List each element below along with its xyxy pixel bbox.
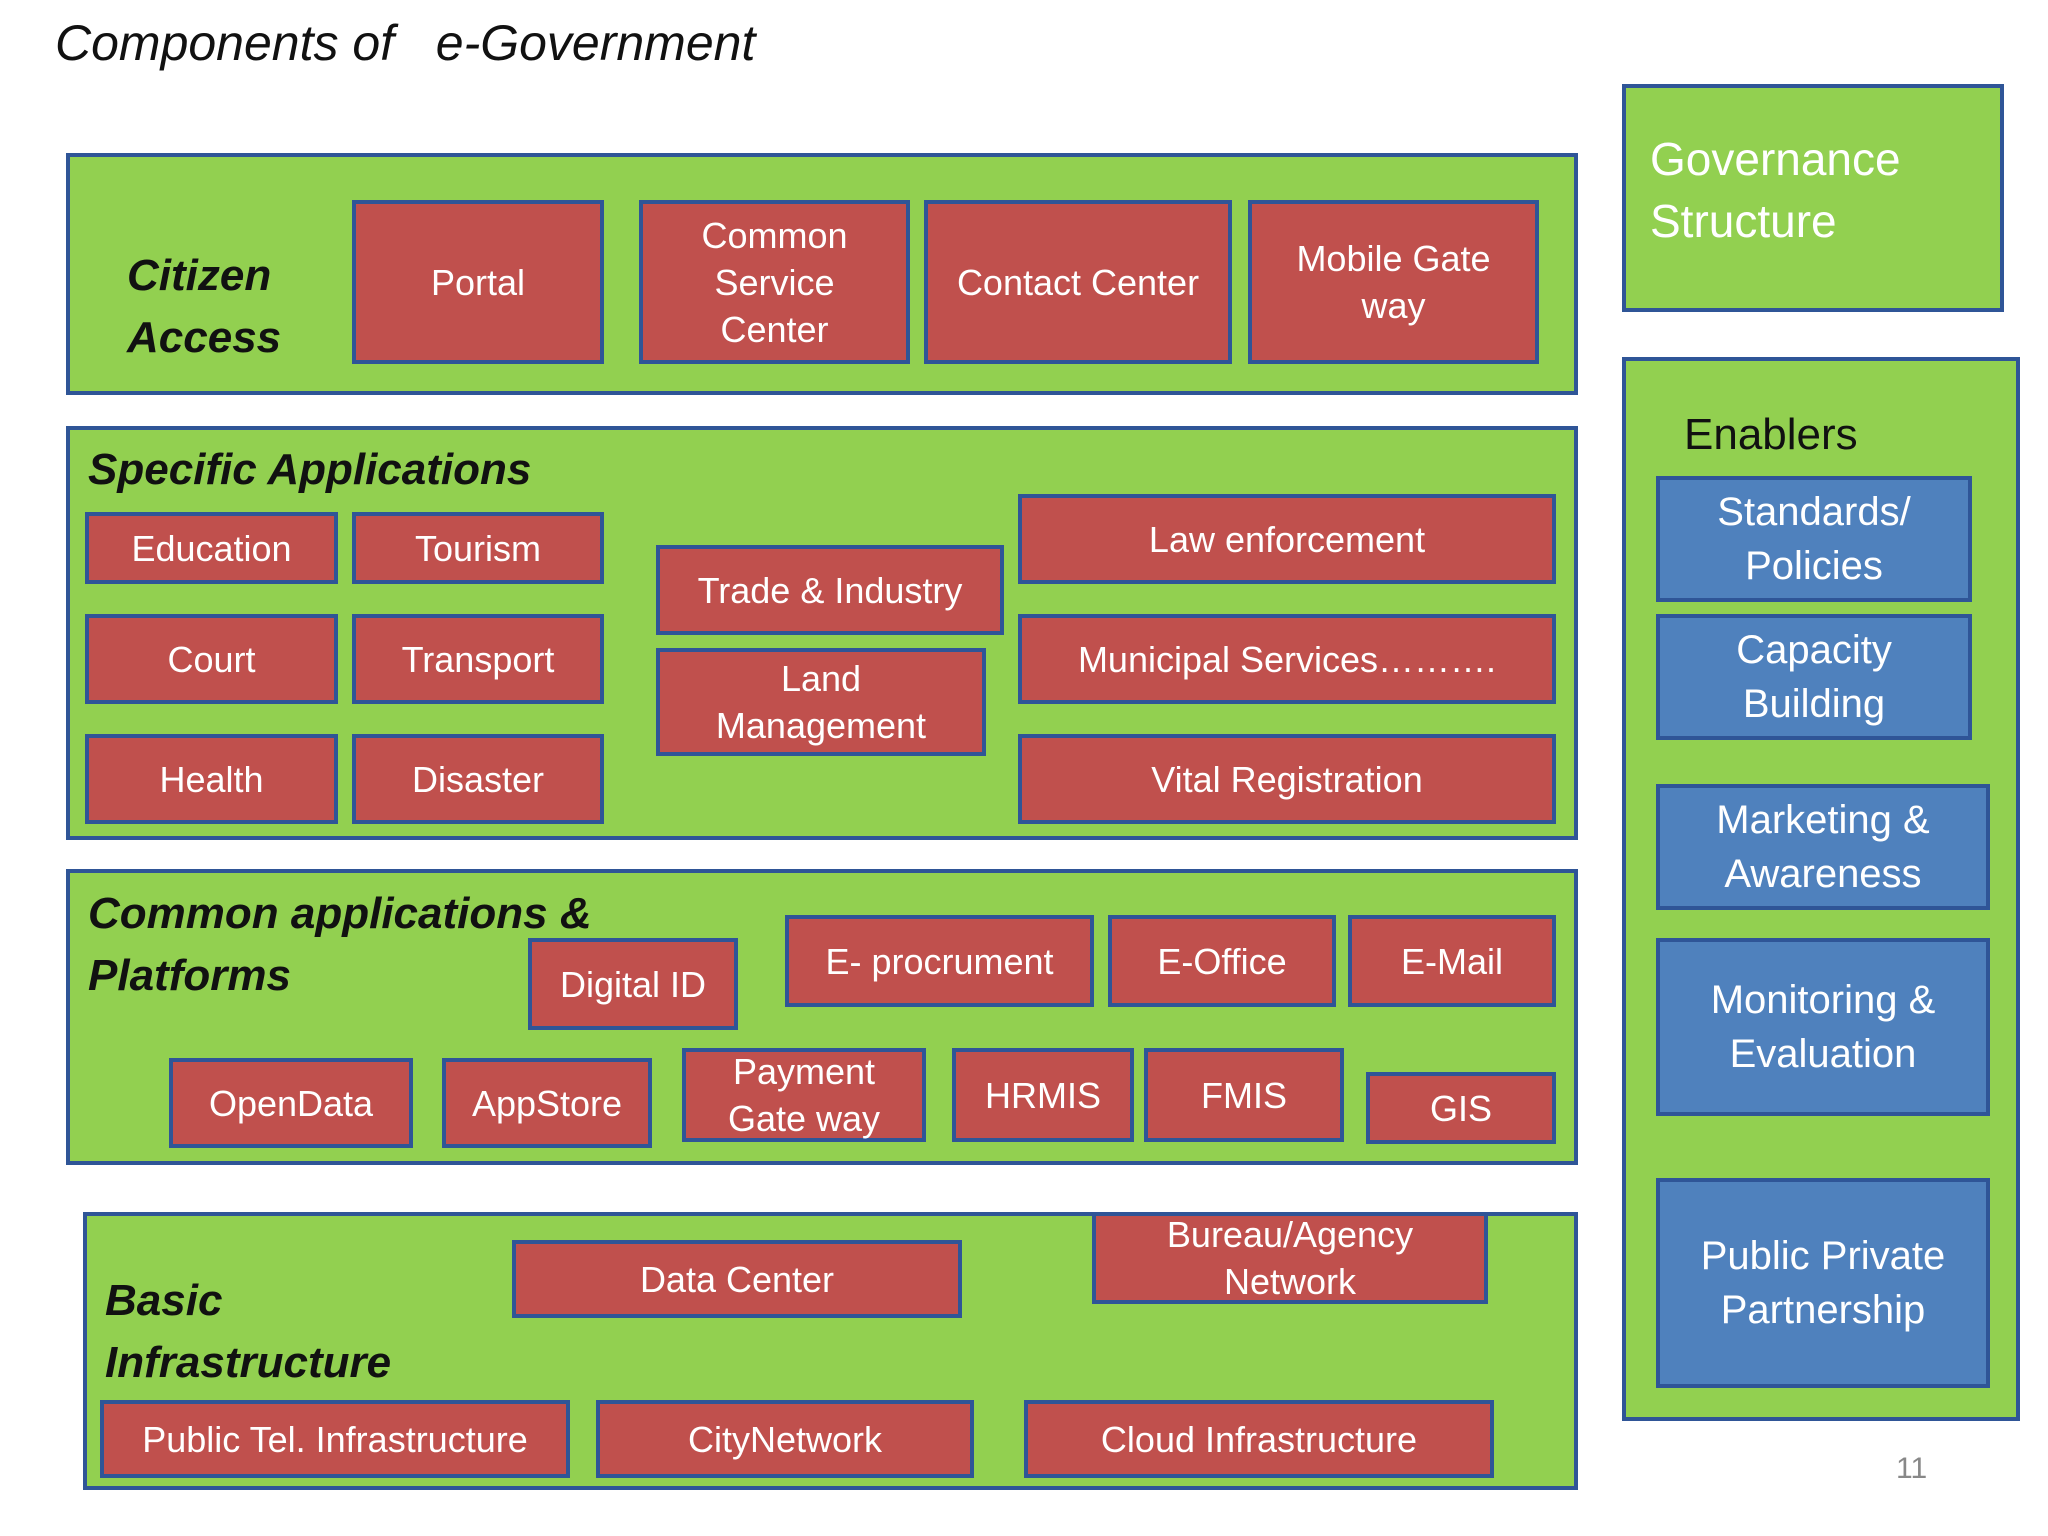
page-title: Components of e-Government bbox=[55, 15, 756, 71]
monitoring-evaluation-box: Monitoring & Evaluation bbox=[1656, 938, 1990, 1116]
standards-policies-box: Standards/ Policies bbox=[1656, 476, 1972, 602]
law-enforcement-box: Law enforcement bbox=[1018, 494, 1556, 584]
mobile-gateway-box: Mobile Gate way bbox=[1248, 200, 1539, 364]
governance-structure-label: Governance Structure bbox=[1650, 133, 1901, 247]
disaster-box: Disaster bbox=[352, 734, 604, 824]
digital-id-box: Digital ID bbox=[528, 938, 738, 1030]
governance-structure-panel: Governance Structure bbox=[1622, 84, 2004, 312]
appstore-box: AppStore bbox=[442, 1058, 652, 1148]
hrmis-box: HRMIS bbox=[952, 1048, 1134, 1142]
e-mail-box: E-Mail bbox=[1348, 915, 1556, 1007]
basic-infrastructure-label: Basic Infrastructure bbox=[105, 1276, 392, 1387]
e-procurement-box: E- procrument bbox=[785, 915, 1094, 1007]
opendata-box: OpenData bbox=[169, 1058, 413, 1148]
municipal-services-box: Municipal Services………. bbox=[1018, 614, 1556, 704]
citizen-access-label: Citizen Access bbox=[127, 251, 282, 362]
payment-gateway-box: Payment Gate way bbox=[682, 1048, 926, 1142]
public-private-partnership-box: Public Private Partnership bbox=[1656, 1178, 1990, 1388]
portal-box: Portal bbox=[352, 200, 604, 364]
e-office-box: E-Office bbox=[1108, 915, 1336, 1007]
fmis-box: FMIS bbox=[1144, 1048, 1344, 1142]
citynetwork-box: CityNetwork bbox=[596, 1400, 974, 1478]
transport-box: Transport bbox=[352, 614, 604, 704]
trade-industry-box: Trade & Industry bbox=[656, 545, 1004, 635]
bureau-agency-network-box: Bureau/Agency Network bbox=[1092, 1212, 1488, 1304]
data-center-box: Data Center bbox=[512, 1240, 962, 1318]
capacity-building-box: Capacity Building bbox=[1656, 614, 1972, 740]
specific-applications-label: Specific Applications bbox=[88, 445, 532, 494]
page-number: 11 bbox=[1896, 1452, 1928, 1485]
enablers-title: Enablers bbox=[1684, 410, 1858, 459]
common-applications-label: Common applications & Platforms bbox=[88, 889, 592, 1000]
common-service-center-box: Common Service Center bbox=[639, 200, 910, 364]
vital-registration-box: Vital Registration bbox=[1018, 734, 1556, 824]
health-box: Health bbox=[85, 734, 338, 824]
marketing-awareness-box: Marketing & Awareness bbox=[1656, 784, 1990, 910]
public-tel-infrastructure-box: Public Tel. Infrastructure bbox=[100, 1400, 570, 1478]
land-management-box: Land Management bbox=[656, 648, 986, 756]
education-box: Education bbox=[85, 512, 338, 584]
tourism-box: Tourism bbox=[352, 512, 604, 584]
contact-center-box: Contact Center bbox=[924, 200, 1232, 364]
gis-box: GIS bbox=[1366, 1072, 1556, 1144]
court-box: Court bbox=[85, 614, 338, 704]
cloud-infrastructure-box: Cloud Infrastructure bbox=[1024, 1400, 1494, 1478]
